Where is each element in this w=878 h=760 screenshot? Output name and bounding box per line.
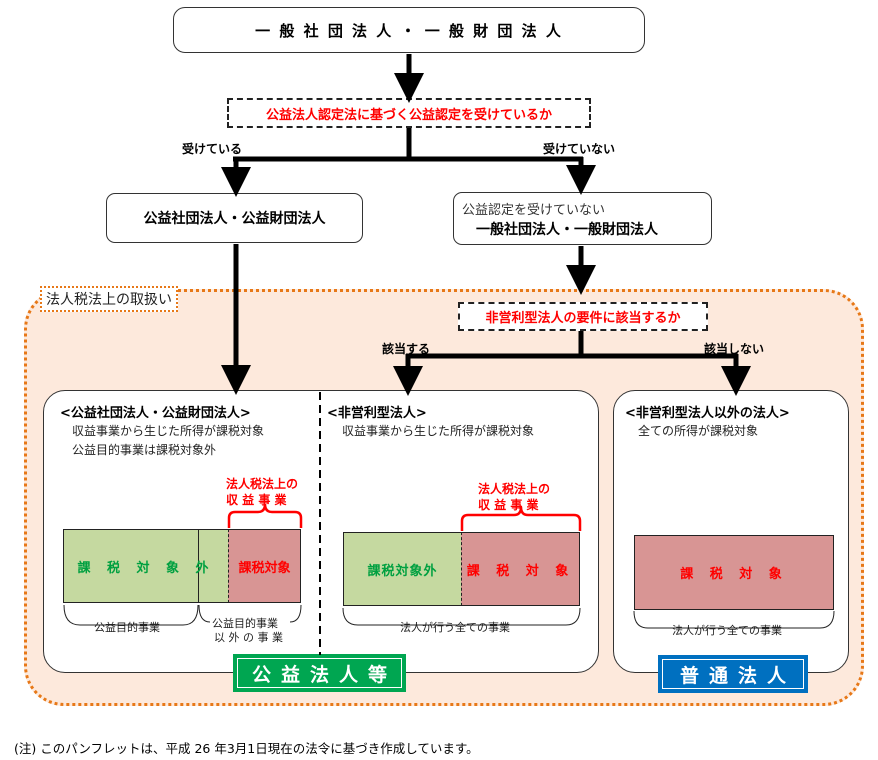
general-corporations-box: 公益認定を受けていない 一般社団法人・一般財団法人 bbox=[453, 192, 712, 245]
panel-other-title: <非営利型法人以外の法人> bbox=[625, 406, 790, 421]
public-box-title: 公益社団法人・公益財団法人 bbox=[143, 211, 326, 227]
bar-public-taxable-label: 課税対象 bbox=[238, 560, 291, 576]
panel-public-bracket-label-2: 収 益 事 業 bbox=[226, 493, 287, 507]
bar-nonprofit-nontaxable-label: 課税対象外 bbox=[367, 563, 438, 579]
caption-nonprofit-all-business: 法人が行う全ての事業 bbox=[398, 619, 512, 635]
branch-label-not-received: 受けていない bbox=[543, 142, 616, 156]
panel-nonprofit-line1: 収益事業から生じた所得が課税対象 bbox=[342, 424, 535, 438]
bar-other-taxable-label: 課 税 対 象 bbox=[680, 567, 788, 582]
footnote: (注) このパンフレットは、平成 26 年3月1日現在の法令に基づき作成していま… bbox=[14, 741, 479, 756]
bar-nonprofit-taxable bbox=[461, 532, 580, 606]
general-box-subtitle: 公益認定を受けていない bbox=[462, 203, 606, 218]
question-public-certification: 公益法人認定法に基づく公益認定を受けているか bbox=[227, 98, 591, 128]
caption-public-purpose: 公益目的事業 bbox=[92, 619, 162, 635]
badge-ordinary-corporations: 普通法人 bbox=[658, 655, 808, 693]
bar-public-divider bbox=[198, 529, 199, 603]
bar-public-nontaxable-label: 課 税 対 象 外 bbox=[77, 560, 215, 576]
branch-label-applicable: 該当する bbox=[382, 342, 431, 356]
branch-label-not-applicable: 該当しない bbox=[704, 342, 765, 356]
badge-public-interest-corporations: 公益法人等 bbox=[233, 654, 406, 692]
panel-nonprofit-title: <非営利型法人> bbox=[327, 406, 427, 421]
panel-public-line2: 公益目的事業は課税対象外 bbox=[72, 443, 217, 457]
panel-public-title: <公益社団法人・公益財団法人> bbox=[60, 406, 251, 421]
caption-other-all-business: 法人が行う全ての事業 bbox=[670, 622, 784, 638]
bar-public-taxable bbox=[228, 529, 301, 603]
general-box-title: 一般社団法人・一般財団法人 bbox=[476, 222, 658, 238]
badge-ordinary-label: 普通法人 bbox=[662, 659, 804, 689]
panel-public-line1: 収益事業から生じた所得が課税対象 bbox=[72, 424, 265, 438]
region-tag: 法人税法上の取扱い bbox=[40, 286, 178, 312]
bar-nonprofit-taxable-label: 課 税 対 象 bbox=[466, 563, 575, 579]
top-box-general-corporations: 一 般 社 団 法 人 ・ 一 般 財 団 法 人 bbox=[173, 7, 645, 53]
panel-nonprofit-bracket-label-1: 法人税法上の bbox=[478, 482, 551, 496]
branch-label-received: 受けている bbox=[182, 142, 243, 156]
bar-public-nontaxable bbox=[63, 529, 229, 603]
top-box-title: 一 般 社 団 法 人 ・ 一 般 財 団 法 人 bbox=[255, 21, 563, 40]
panel-nonprofit-bracket-label-2: 収 益 事 業 bbox=[478, 498, 539, 512]
question-nonprofit-requirements: 非営利型法人の要件に該当するか bbox=[458, 302, 708, 331]
public-interest-corporations-box: 公益社団法人・公益財団法人 bbox=[106, 193, 363, 243]
badge-public-label: 公益法人等 bbox=[237, 658, 402, 688]
panel-other-line1: 全ての所得が課税対象 bbox=[638, 424, 759, 438]
bar-other-taxable bbox=[634, 535, 834, 610]
caption-non-public-purpose-2: 以 外 の 事 業 bbox=[212, 629, 285, 645]
question-nonprofit-text: 非営利型法人の要件に該当するか bbox=[485, 311, 681, 326]
question-public-certification-text: 公益法人認定法に基づく公益認定を受けているか bbox=[265, 107, 552, 123]
panel-public-bracket-label-1: 法人税法上の bbox=[226, 477, 299, 491]
